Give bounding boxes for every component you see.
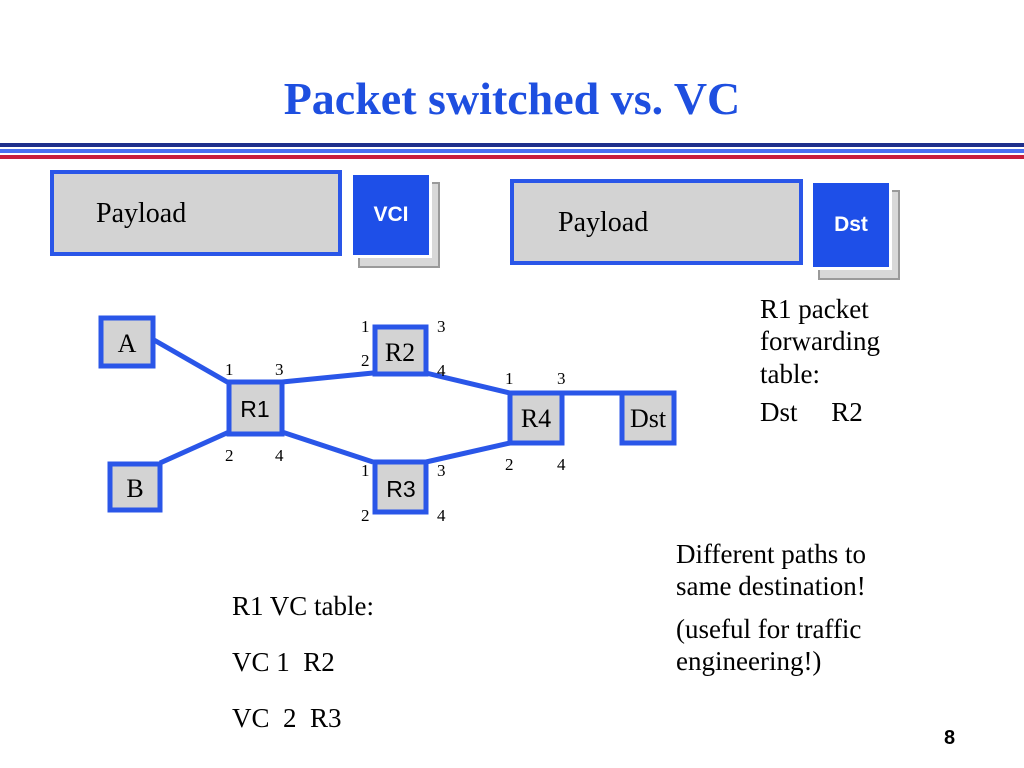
dst-label: Dst [810,180,892,270]
node-r3-box [372,459,429,515]
title-rule-navy [0,143,1024,147]
port-r3-4: 4 [437,506,446,525]
notes-line3: (useful for traffic [676,613,862,644]
links [152,337,622,466]
slide-title: Packet switched vs. VC [283,73,741,124]
port-r1-2: 2 [225,446,234,465]
vci-label: VCI [350,172,432,258]
port-numbers: 1 3 2 4 1 3 2 4 1 3 2 4 1 3 2 4 [225,317,566,525]
link-r1-r3 [281,429,374,465]
node-b-label: B [126,474,143,503]
node-r4-label: R4 [521,404,551,433]
page-number: 8 [944,727,956,749]
node-dst-box [619,390,677,446]
vc-packet-payload-label: Payload [96,198,187,229]
title-rule-red [0,155,1024,159]
link-r1-r2 [281,370,374,385]
node-r4-box [507,390,565,446]
node-r1-label: R1 [240,396,269,422]
port-r2-3: 3 [437,317,446,336]
link-a-r1 [152,337,231,386]
node-a-label: A [118,329,137,358]
vc-table-row2: VC 2 R3 [232,703,342,733]
port-r3-3: 3 [437,461,446,480]
port-r3-1: 1 [361,461,370,480]
dst-header-tag: Dst [810,180,900,280]
title-rule-blue [0,149,1024,153]
port-r1-1: 1 [225,360,234,379]
vc-table: R1 VC table: VC 1 R2 VC 2 R3 [232,590,374,734]
port-r3-2: 2 [361,506,370,525]
port-r4-1: 1 [505,369,514,388]
notes: Different paths to same destination! (us… [676,538,866,678]
notes-line1: Different paths to [676,539,866,569]
port-r2-4: 4 [437,361,446,380]
link-r2-r4 [425,370,511,396]
node-a-box [98,315,156,369]
forwarding-table-line1: R1 packet [760,294,869,324]
forwarding-table: R1 packet forwarding table: Dst R2 [760,293,880,429]
port-r2-2: 2 [361,351,370,370]
link-b-r1 [158,429,231,466]
port-r2-1: 1 [361,317,370,336]
forwarding-table-line3: table: [760,358,820,389]
node-dst-label: Dst [630,404,667,433]
forwarding-table-entry: Dst R2 [760,397,863,428]
forwarding-table-line2: forwarding [760,326,880,357]
datagram-packet-payload-box: Payload [510,179,803,265]
node-r2-label: R2 [385,338,415,367]
node-r1-box [226,379,285,437]
port-r4-4: 4 [557,455,566,474]
vc-table-heading: R1 VC table: [232,591,375,621]
notes-line2: same destination! [676,571,866,602]
datagram-packet-payload-label: Payload [558,207,649,238]
node-r3-label: R3 [386,476,415,502]
node-boxes [98,315,677,515]
link-r3-r4 [425,440,511,465]
vc-table-row1: VC 1 R2 [232,647,335,677]
vci-header-tag: VCI [350,172,440,268]
port-r1-4: 4 [275,446,284,465]
node-r2-box [372,324,429,377]
notes-line4: engineering!) [676,646,822,677]
port-r4-3: 3 [557,369,566,388]
port-r1-3: 3 [275,360,284,379]
vc-packet-payload-box: Payload [50,170,342,256]
node-b-box [107,461,163,513]
port-r4-2: 2 [505,455,514,474]
